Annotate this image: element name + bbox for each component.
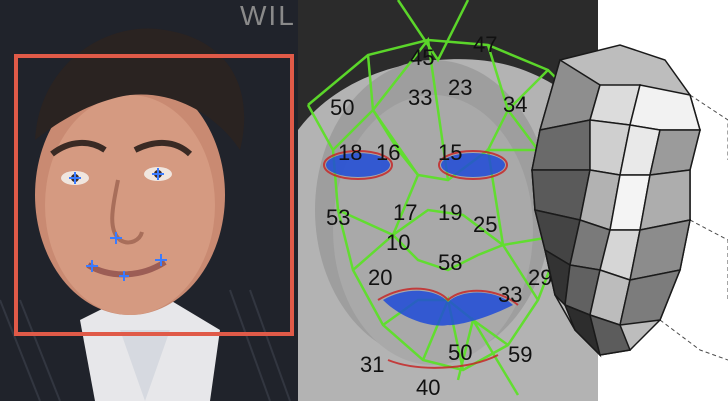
lowpoly-head-model — [532, 45, 700, 355]
